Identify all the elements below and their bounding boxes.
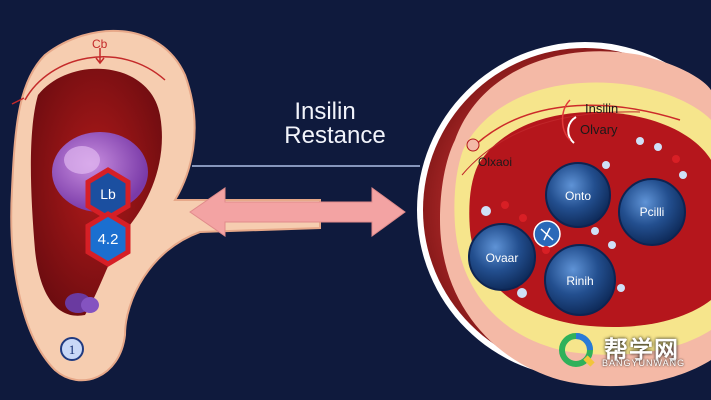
red-drop-4 [542,246,550,254]
vessel-line-1 [469,104,681,151]
bubble-6 [679,171,687,179]
heading-line-2: Restance [284,122,386,149]
ovary-label: Olvary [580,122,618,137]
bubble-4 [602,161,610,169]
cell-onto-label: Onto [565,189,591,203]
hexagon-bottom [85,211,131,267]
diagram-heading: Insilin Restance [250,100,420,148]
bubble-8 [617,284,625,292]
watermark-en-text: BANGYUNWANG [602,358,686,368]
bubble-1 [481,206,491,216]
right-magnified-circle [417,42,711,387]
small-pink-cell [466,138,480,152]
bubble-9 [636,137,644,145]
heading-line-1: Insilin [294,98,356,125]
left-organ-red-outline [24,56,166,101]
top-red-arrow [95,48,105,65]
purple-cell-highlight [64,146,100,174]
bubble-2 [517,288,527,298]
cell-rinih [544,244,616,316]
watermark-cn-text: 帮学网 [604,336,679,364]
cell-ovaar [468,223,536,291]
left-top-label: Cb [92,37,108,51]
left-organ [10,29,321,382]
cell-onto [545,162,611,228]
cell-rinih-label: Rinih [566,274,593,288]
bubble-5 [654,143,662,151]
ovary-red-curve [561,99,571,141]
left-side-label: Olxaoi [478,155,512,169]
watermark: 帮学网 BANGYUNWANG [556,330,706,374]
red-drop-3 [672,155,680,163]
small-purple-cell-2 [81,297,99,313]
red-drop-1 [501,201,509,209]
red-drop-2 [519,214,527,222]
cell-pcilli-label: Pcilli [640,205,665,219]
hexagon-top-label: Lb [100,186,116,202]
numbered-circle [60,337,84,361]
ovary-bracket [567,116,577,144]
vessel-line-2 [461,111,641,176]
bubble-7 [608,241,616,249]
bubble-3 [591,227,599,235]
cell-pcilli [618,178,686,246]
insulin-label: Insilin [585,101,618,116]
small-blue-cell-mark [540,227,554,241]
cell-ovaar-label: Ovaar [486,251,519,265]
hexagon-bottom-label: 4.2 [98,231,119,248]
watermark-logo-icon [559,333,595,367]
left-red-arrow [11,97,25,105]
double-arrow [189,187,406,237]
circle-label: 1 [69,342,76,357]
